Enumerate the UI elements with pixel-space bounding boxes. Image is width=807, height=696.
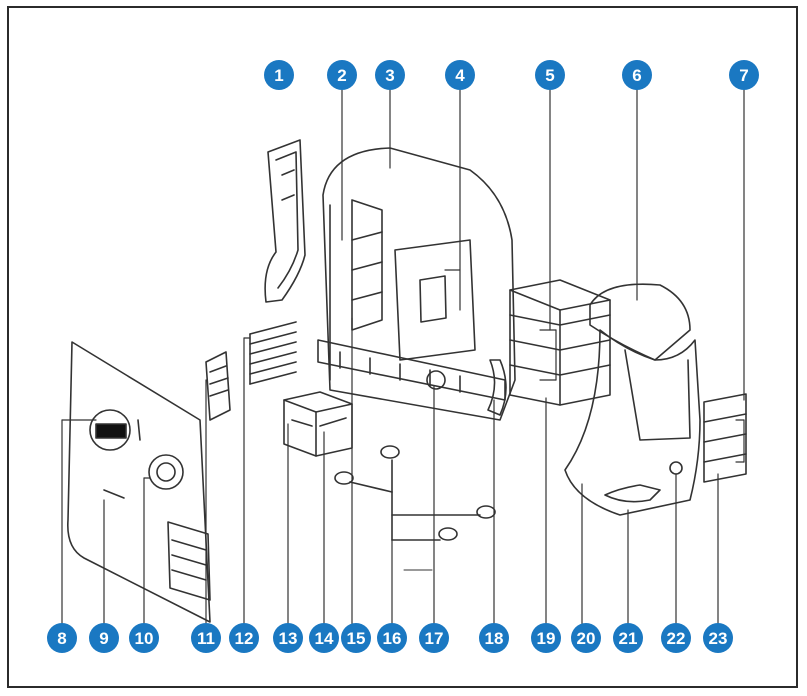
svg-text:17: 17 [425,629,444,648]
drive-bays [509,279,611,406]
svg-text:3: 3 [385,66,394,85]
callout-8: 8 [47,623,77,653]
leader-lines [61,89,745,625]
callout-9: 9 [89,623,119,653]
callout-17: 17 [419,623,449,653]
front-drive-covers [703,393,747,483]
svg-text:5: 5 [545,66,554,85]
callout-11: 11 [191,623,221,653]
svg-text:22: 22 [667,629,686,648]
svg-text:12: 12 [235,629,254,648]
svg-text:7: 7 [739,66,748,85]
callout-3: 3 [375,60,405,90]
callout-4: 4 [445,60,475,90]
svg-text:4: 4 [455,66,465,85]
callout-7: 7 [729,60,759,90]
svg-text:23: 23 [709,629,728,648]
top-handle [264,139,306,303]
svg-text:6: 6 [632,66,641,85]
svg-text:11: 11 [197,629,215,648]
svg-text:1: 1 [274,66,283,85]
callout-badges: 1 2 3 4 5 6 7 8 9 10 11 12 13 14 15 16 1… [47,60,759,653]
callout-1: 1 [264,60,294,90]
top-cover [589,283,691,361]
svg-text:18: 18 [485,629,504,648]
callout-15: 15 [341,623,371,653]
callout-16: 16 [377,623,407,653]
callout-23: 23 [703,623,733,653]
rubber-feet [334,445,496,571]
svg-text:21: 21 [619,629,638,648]
callout-18: 18 [479,623,509,653]
svg-text:19: 19 [537,629,556,648]
callout-13: 13 [273,623,303,653]
svg-text:20: 20 [577,629,596,648]
callout-19: 19 [531,623,561,653]
callout-6: 6 [622,60,652,90]
svg-text:16: 16 [383,629,402,648]
callout-12: 12 [229,623,259,653]
callout-14: 14 [309,623,339,653]
main-chassis [317,147,516,421]
callout-5: 5 [535,60,565,90]
expansion-slot-covers [249,321,297,385]
side-panel [67,341,211,623]
svg-text:13: 13 [279,629,298,648]
svg-text:2: 2 [337,66,346,85]
drive-cage [283,391,353,457]
svg-text:10: 10 [135,629,154,648]
callout-10: 10 [129,623,159,653]
svg-text:15: 15 [347,629,366,648]
svg-text:14: 14 [315,629,334,648]
svg-text:8: 8 [57,629,66,648]
callout-22: 22 [661,623,691,653]
small-bracket [205,351,231,421]
svg-text:9: 9 [99,629,108,648]
callout-2: 2 [327,60,357,90]
diagram-frame [7,6,798,688]
callout-21: 21 [613,623,643,653]
front-panel [564,329,701,516]
callout-20: 20 [571,623,601,653]
